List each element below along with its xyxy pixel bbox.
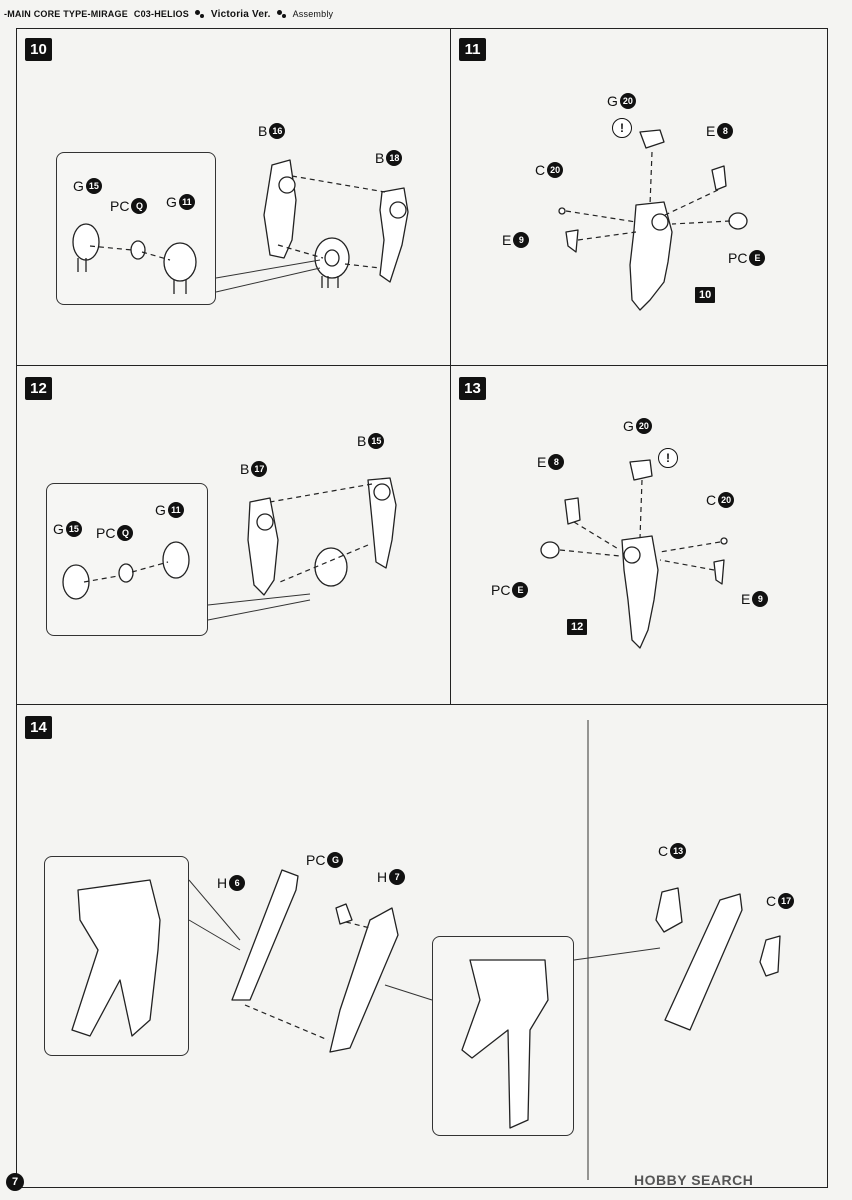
part-letter: G xyxy=(73,178,84,194)
part-number: 15 xyxy=(65,521,82,537)
part-number: 20 xyxy=(619,93,636,109)
part-number: 17 xyxy=(251,461,268,477)
dots-icon xyxy=(194,10,205,18)
part-number: 15 xyxy=(368,433,385,449)
part-number: 6 xyxy=(229,875,246,891)
part-letter: PC xyxy=(491,582,511,598)
part-letter: E xyxy=(741,591,751,607)
part-letter: C xyxy=(658,843,669,859)
step-number-11: 11 xyxy=(459,38,486,61)
part-number: 9 xyxy=(752,591,769,607)
part-number: E xyxy=(512,582,529,598)
part-number: G xyxy=(327,852,344,868)
part-letter: B xyxy=(240,461,250,477)
part-number: 11 xyxy=(178,194,195,210)
step-number-10: 10 xyxy=(25,38,52,61)
part-letter: PC xyxy=(96,525,116,541)
part-number: 20 xyxy=(718,492,735,508)
part-number: 15 xyxy=(85,178,102,194)
part-number: Q xyxy=(117,525,134,541)
part-letter: G xyxy=(166,194,177,210)
part-letter: H xyxy=(377,869,388,885)
part-letter: E xyxy=(502,232,512,248)
step-number-12: 12 xyxy=(25,377,52,400)
part-letter: H xyxy=(217,875,228,891)
series-title: -MAIN CORE TYPE-MIRAGE xyxy=(4,9,128,19)
section-name: Assembly xyxy=(292,9,334,19)
part-letter: G xyxy=(623,418,634,434)
part-letter: C xyxy=(706,492,717,508)
dots-icon xyxy=(276,10,287,18)
part-number: 9 xyxy=(513,232,530,248)
part-letter: PC xyxy=(110,198,130,214)
part-number: 18 xyxy=(386,150,403,166)
part-number: E xyxy=(749,250,766,266)
part-letter: E xyxy=(706,123,716,139)
step-number-14: 14 xyxy=(25,716,52,739)
part-number: 8 xyxy=(717,123,734,139)
subassembly-ref: 10 xyxy=(695,287,716,303)
part-letter: E xyxy=(537,454,547,470)
part-number: 16 xyxy=(269,123,286,139)
part-number: 20 xyxy=(635,418,652,434)
detail-callout xyxy=(56,152,216,305)
part-letter: C xyxy=(766,893,777,909)
part-letter: C xyxy=(535,162,546,178)
step-number-13: 13 xyxy=(459,377,486,400)
step-14-panel xyxy=(16,704,828,1188)
part-number: 17 xyxy=(778,893,795,909)
part-number: 8 xyxy=(548,454,565,470)
version-name: Victoria Ver. xyxy=(210,8,271,20)
part-letter: PC xyxy=(306,852,326,868)
page-number: 7 xyxy=(6,1173,24,1191)
part-letter: B xyxy=(375,150,385,166)
part-letter: G xyxy=(155,502,166,518)
part-letter: G xyxy=(53,521,64,537)
page-header: -MAIN CORE TYPE-MIRAGE C03-HELIOS Victor… xyxy=(4,4,333,24)
part-number: 20 xyxy=(547,162,564,178)
part-number: 7 xyxy=(389,869,406,885)
subassembly-ref: 12 xyxy=(567,619,588,635)
part-letter: PC xyxy=(728,250,748,266)
part-letter: B xyxy=(357,433,367,449)
model-code: C03-HELIOS xyxy=(133,9,189,19)
caution-icon: ! xyxy=(658,448,678,468)
part-number: 11 xyxy=(167,502,184,518)
caution-icon: ! xyxy=(612,118,632,138)
part-letter: G xyxy=(607,93,618,109)
part-number: 13 xyxy=(670,843,687,859)
part-letter: B xyxy=(258,123,268,139)
watermark: HOBBY SEARCH xyxy=(634,1172,754,1188)
part-number: Q xyxy=(131,198,148,214)
